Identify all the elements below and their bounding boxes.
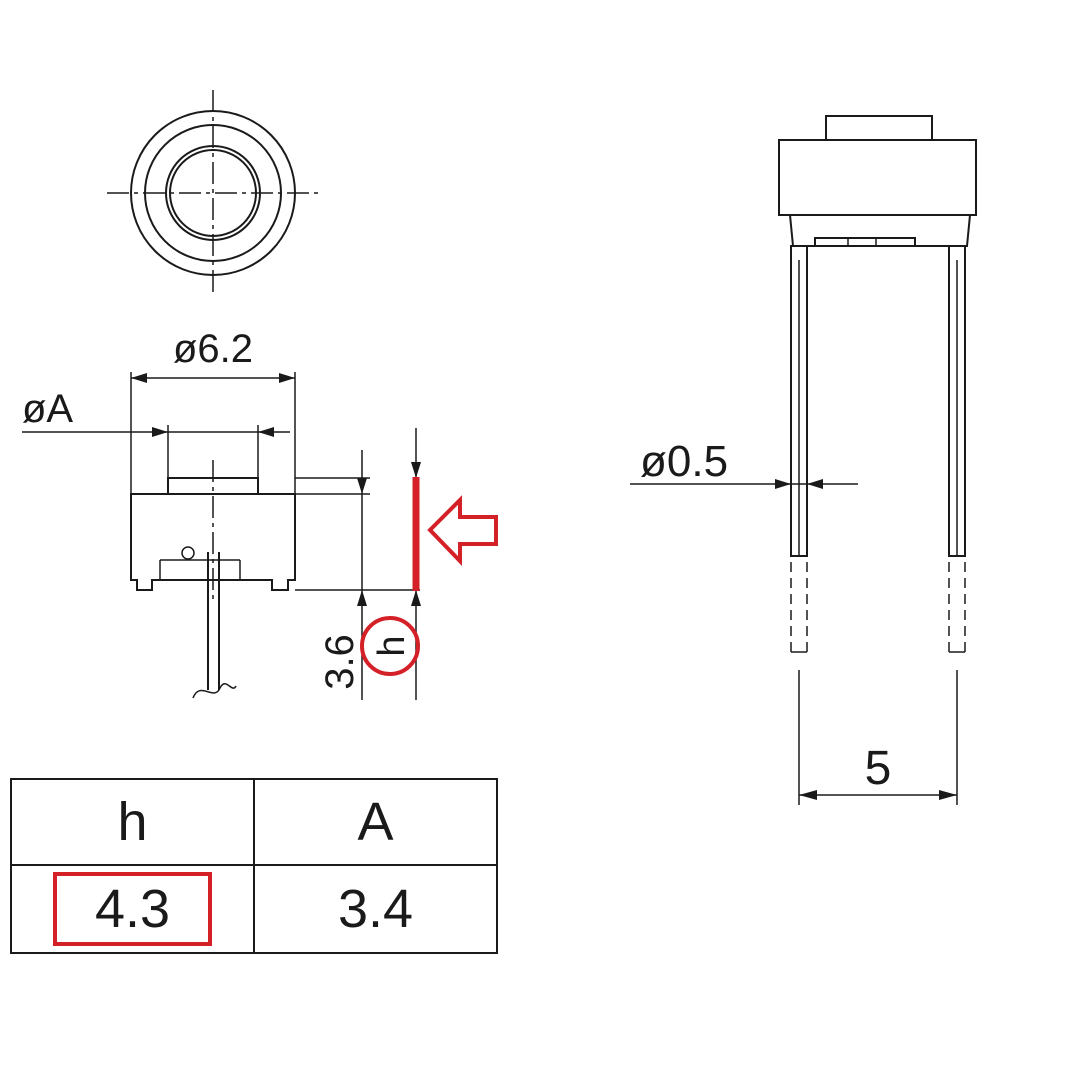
pin-spacing-label: 5 <box>865 742 892 795</box>
pointer-arrow-icon <box>427 495 498 566</box>
table-value-a: 3.4 <box>253 864 498 954</box>
front-view: ø0.5 5 <box>630 115 977 805</box>
side-view: ø6.2 øA 3.6 <box>22 327 421 700</box>
height-highlight: h <box>360 477 498 676</box>
table-value-h-highlighted: 4.3 <box>52 872 213 946</box>
table-header-row: h A <box>10 778 498 866</box>
table-cell-h: 4.3 <box>10 864 255 954</box>
table-value-row: 4.3 3.4 <box>10 864 498 954</box>
table-header-a: A <box>253 778 498 866</box>
actuator-diameter-label: øA <box>22 387 73 431</box>
height-symbol-label: h <box>371 635 413 656</box>
height-symbol-circle <box>360 616 420 676</box>
cap-diameter-label: ø6.2 <box>173 327 253 371</box>
top-view <box>107 90 322 296</box>
pin-diameter-label: ø0.5 <box>640 437 728 486</box>
table-header-h: h <box>10 778 255 866</box>
body-height-label: 3.6 <box>318 634 362 690</box>
dimension-table: h A 4.3 3.4 <box>10 778 498 954</box>
